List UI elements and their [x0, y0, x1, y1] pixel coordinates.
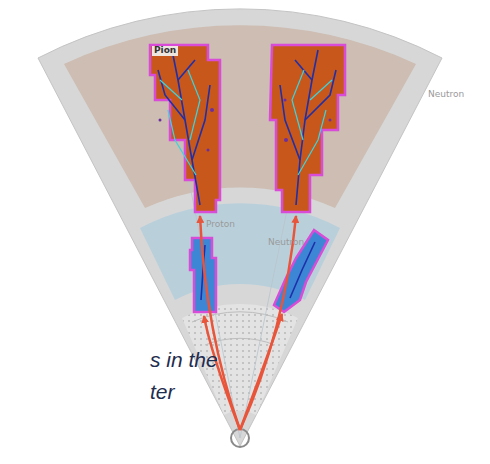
region-label: Proton — [206, 220, 235, 230]
particle-tag: Pion — [152, 46, 178, 56]
caption-fragment: ter — [150, 380, 175, 403]
caption-fragment: s in the — [150, 348, 218, 371]
region-label: Neutron — [428, 90, 464, 100]
region-label: Neutron — [268, 238, 304, 248]
